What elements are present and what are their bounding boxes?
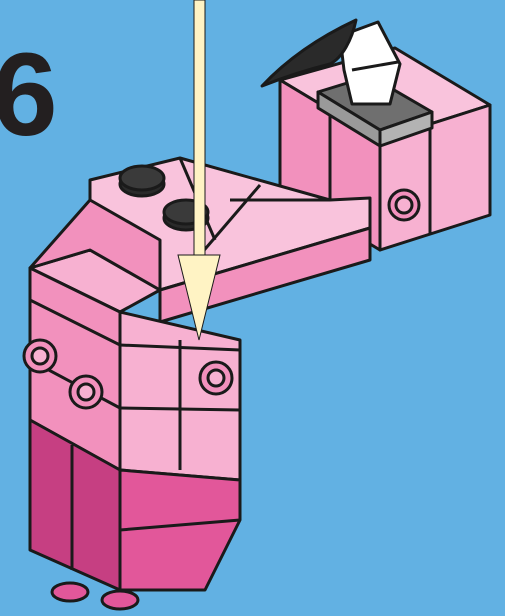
step-number: 6	[0, 36, 58, 154]
